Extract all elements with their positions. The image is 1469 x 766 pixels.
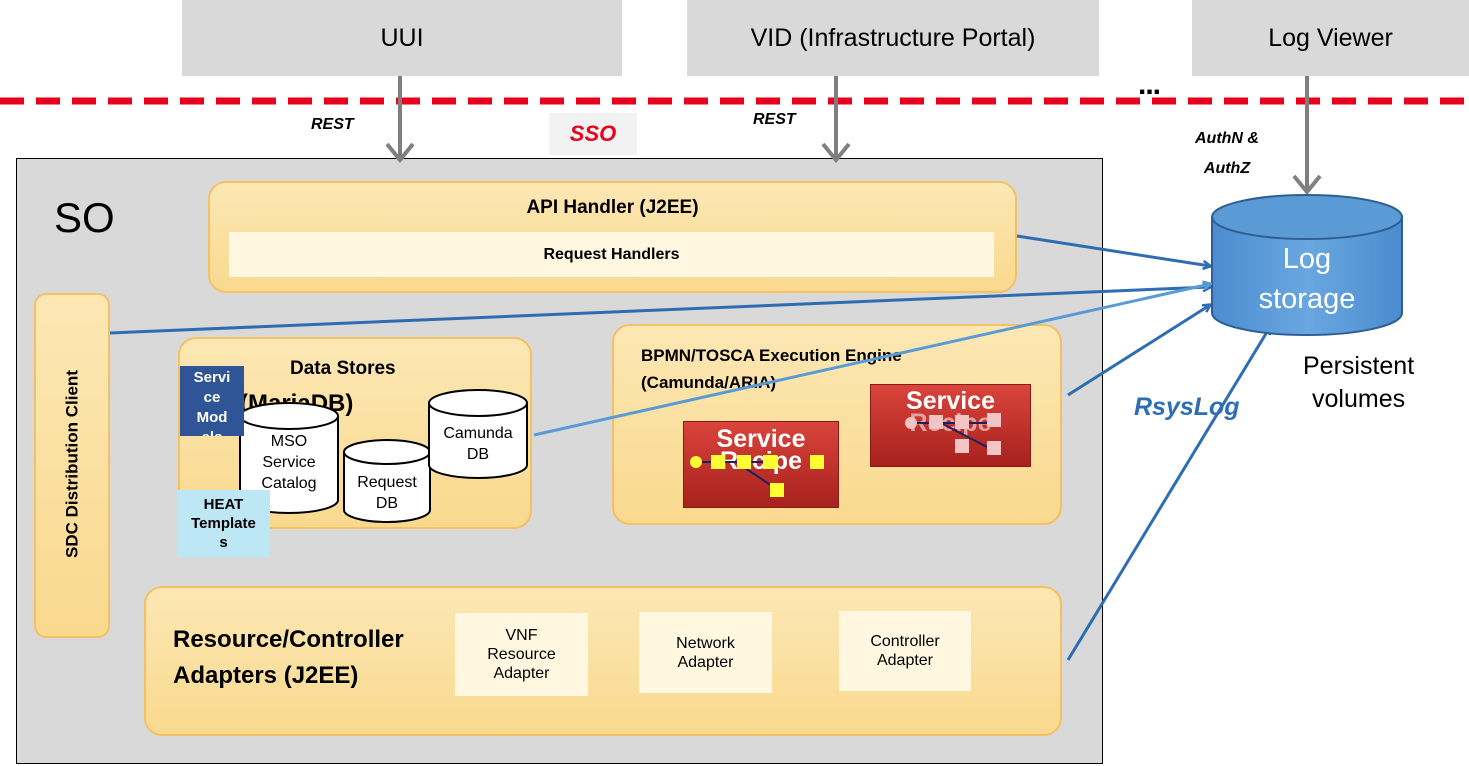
uui-label: UUI [380,23,424,52]
log-viewer-portal: Log Viewer [1192,0,1469,76]
mso-service-catalog-cylinder [239,402,339,514]
adapters-to-log-arrow [1066,327,1270,661]
vid-arrow [821,76,851,164]
camunda-db-to-log-arrow [533,284,1210,437]
sdc-distribution-client-box [34,293,110,638]
engine-to-log-arrow [1067,305,1210,397]
heat-templates-box: HEAT Template s [177,490,270,557]
service-recipe-1: Service Recipe [683,421,839,508]
controller-adapter-box: Controller Adapter [839,611,971,691]
vid-portal: VID (Infrastructure Portal) [687,0,1099,76]
more-portals-ellipsis: ... [1138,68,1161,101]
service-recipe-1-flow [690,455,824,497]
log-storage-cylinder [1211,194,1403,336]
rest-left-label: REST [311,116,354,133]
service-models-box: Servi ce Mod els [180,366,244,436]
api-to-log-arrow [1016,234,1210,266]
service-recipe-1-title: Service [716,425,806,453]
sdc-to-log-arrow [109,287,1210,335]
so-title: SO [54,194,115,241]
api-handler-title: API Handler (J2EE) [526,197,699,218]
camunda-db-label: Camunda DB [443,425,513,463]
network-adapter-box: Network Adapter [639,612,772,693]
data-stores-title: Data Stores [290,358,396,379]
vid-label: VID (Infrastructure Portal) [750,23,1036,52]
sso-label: SSO [549,113,637,155]
adapters-title: Resource/Controller Adapters (J2EE) [173,626,404,689]
execution-engine-title: BPMN/TOSCA Execution Engine (Camunda/ARI… [641,346,902,392]
service-recipe-2-title: Service [906,387,995,415]
mso-service-catalog-label: MSO Service Catalog [261,433,317,492]
request-db-label: Request DB [357,474,417,512]
request-db-cylinder [343,439,431,523]
request-handlers-box: Request Handlers [229,232,994,277]
service-recipe-2: Service Recipe [870,384,1031,467]
rest-right-label: REST [753,111,796,128]
log-storage-label: Log storage [1258,243,1356,315]
vnf-resource-adapter-box: VNF Resource Adapter [455,613,588,696]
log-viewer-arrow [1292,76,1322,196]
log-viewer-label: Log Viewer [1268,23,1393,52]
uui-arrow [385,76,415,164]
persistent-volumes-caption: Persistent volumes [1303,352,1415,413]
authn-authz-label: AuthN & AuthZ [1195,130,1259,177]
rsyslog-label: RsysLog [1134,393,1240,421]
uui-portal: UUI [182,0,622,76]
service-recipe-2-flow [905,413,1001,455]
camunda-db-cylinder [428,389,528,479]
